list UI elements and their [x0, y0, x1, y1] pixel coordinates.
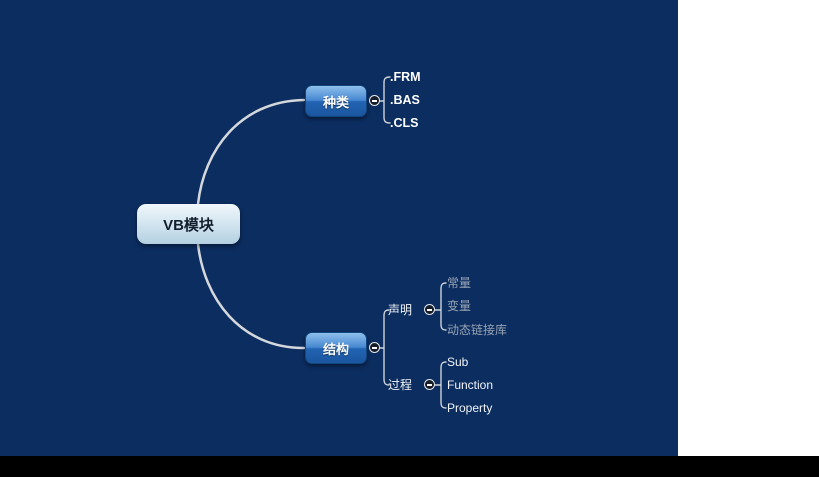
bracket-procedure-children	[434, 361, 447, 409]
connector-root-to-structure	[196, 242, 306, 350]
root-topic-label: VB模块	[163, 216, 214, 234]
topic-dll[interactable]: 动态链接库	[447, 323, 508, 337]
topic-frm[interactable]: .FRM	[390, 70, 421, 84]
mindmap-canvas[interactable]: VB模块 种类 .FRM .BAS .CLS 结构 声明 常量 变量 动态链接库…	[0, 0, 678, 456]
collapse-toggle-kind[interactable]	[369, 95, 380, 106]
bracket-kind-children	[379, 76, 391, 124]
topic-variable[interactable]: 变量	[447, 299, 472, 313]
topic-cls[interactable]: .CLS	[390, 116, 419, 130]
collapse-toggle-declare[interactable]	[424, 304, 435, 315]
topic-kind[interactable]: 种类	[305, 85, 367, 117]
topic-constant[interactable]: 常量	[447, 276, 472, 290]
bracket-structure-children	[379, 309, 390, 386]
collapse-toggle-procedure[interactable]	[424, 379, 435, 390]
topic-kind-label: 种类	[322, 94, 349, 110]
outside-area	[678, 0, 819, 456]
connector-lines	[196, 76, 447, 409]
topic-procedure[interactable]: 过程	[388, 378, 413, 392]
connector-root-to-kind	[196, 98, 306, 206]
minus-icon	[372, 346, 377, 349]
minus-icon	[427, 383, 432, 386]
root-topic[interactable]: VB模块	[137, 204, 240, 244]
topic-structure-label: 结构	[322, 341, 349, 357]
topic-sub[interactable]: Sub	[447, 355, 469, 369]
minus-icon	[427, 308, 432, 311]
topic-property[interactable]: Property	[447, 401, 493, 415]
topic-declare[interactable]: 声明	[388, 303, 413, 317]
topic-bas[interactable]: .BAS	[390, 93, 420, 107]
topic-structure[interactable]: 结构	[305, 332, 367, 364]
topic-function[interactable]: Function	[447, 378, 494, 392]
minus-icon	[372, 99, 377, 102]
collapse-toggle-structure[interactable]	[369, 342, 380, 353]
bracket-declare-children	[434, 282, 447, 331]
